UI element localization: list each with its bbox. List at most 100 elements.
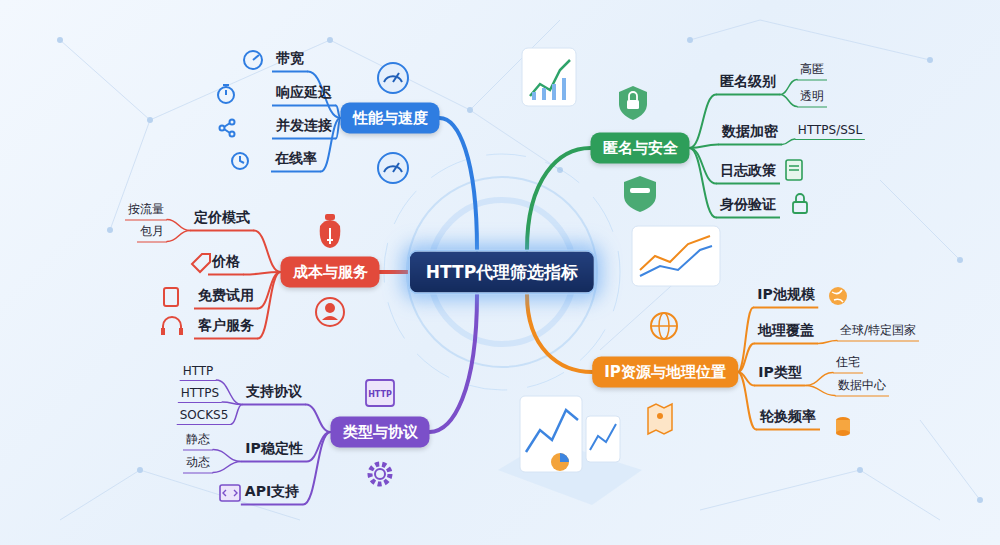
node-text: IP稳定性 <box>245 440 302 458</box>
mindmap-connector <box>254 231 281 273</box>
node-text: IP资源与地理位置 <box>604 363 726 382</box>
mindmap-connector <box>222 402 242 405</box>
node-text: 并发连接 <box>276 117 332 135</box>
node-text: 免费试用 <box>198 287 254 305</box>
node-text: 住宅 <box>836 354 860 371</box>
detail-topic: 按流量 <box>125 200 167 221</box>
node-text: 成本与服务 <box>293 263 368 282</box>
subtopic: 价格 <box>208 251 244 276</box>
node-text: HTTP <box>183 364 214 378</box>
subtopic: 支持协议 <box>242 381 306 406</box>
detail-topic: HTTPS <box>178 385 222 403</box>
mindmap-connector <box>806 373 833 386</box>
detail-topic: 动态 <box>183 453 213 474</box>
node-text: 类型与协议 <box>343 423 418 442</box>
subtopic: 匿名级别 <box>716 71 780 96</box>
mindmap-connector <box>380 272 408 273</box>
mindmap-connector <box>430 295 478 433</box>
mindmap-connector <box>690 95 717 149</box>
subtopic: 轮换频率 <box>756 406 820 431</box>
node-text: 地理覆盖 <box>758 322 814 340</box>
node-text: 静态 <box>186 431 210 448</box>
subtopic: IP类型 <box>754 362 805 387</box>
node-text: 匿名级别 <box>720 73 776 91</box>
subtopic: 日志政策 <box>716 160 780 185</box>
node-text: 定价模式 <box>194 209 250 227</box>
mindmap-connector <box>303 432 330 505</box>
subtopic: API支持 <box>241 481 303 506</box>
node-text: 性能与速度 <box>353 109 428 128</box>
mindmap-connector <box>780 80 797 95</box>
node-text: 匿名与安全 <box>603 139 678 158</box>
branch-topic: 匿名与安全 <box>591 133 690 164</box>
detail-topic: HTTPS/SSL <box>795 122 865 140</box>
branch-topic: 类型与协议 <box>331 417 430 448</box>
icon-label: HTTP <box>368 390 392 399</box>
mindmap-connector <box>690 148 717 218</box>
mindmap-connector <box>213 450 241 462</box>
detail-topic: 包月 <box>137 222 167 243</box>
mindmap-connector <box>806 386 835 396</box>
mindmap-connector <box>306 405 331 433</box>
node-text: 全球/特定国家 <box>840 322 916 339</box>
subtopic: IP池规模 <box>753 284 818 309</box>
mindmap-connector <box>690 145 719 149</box>
node-text: 包月 <box>140 223 164 240</box>
node-text: 价格 <box>212 253 240 271</box>
node-text: 日志政策 <box>720 162 776 180</box>
mindmap-connector <box>167 231 190 242</box>
subtopic: 定价模式 <box>190 207 254 232</box>
node-text: 数据加密 <box>722 123 778 141</box>
mindmap-connector <box>738 344 754 373</box>
subtopic: 数据加密 <box>718 121 782 146</box>
node-text: 支持协议 <box>246 383 302 401</box>
detail-topic: 住宅 <box>833 353 863 374</box>
mindmap-connector <box>527 148 591 250</box>
node-text: 带宽 <box>276 50 304 68</box>
central-topic: HTTP代理筛选指标 <box>408 250 596 295</box>
node-text: 客户服务 <box>198 317 254 335</box>
subtopic: 在线率 <box>271 148 321 173</box>
node-text: 身份验证 <box>720 196 776 214</box>
node-text: IP池规模 <box>757 286 814 304</box>
subtopic: 响应延迟 <box>272 82 336 107</box>
mindmap-connector <box>782 139 795 145</box>
subtopic: 并发连接 <box>272 115 336 140</box>
subtopic: 地理覆盖 <box>754 320 818 345</box>
branch-topic: IP资源与地理位置 <box>592 357 738 388</box>
node-text: API支持 <box>245 483 299 501</box>
subtopic: 客户服务 <box>194 315 258 340</box>
mindmap-connector <box>527 295 592 373</box>
detail-topic: 全球/特定国家 <box>837 321 919 342</box>
node-text: HTTP代理筛选指标 <box>426 261 578 284</box>
branch-topic: 性能与速度 <box>341 103 440 134</box>
subtopic: 带宽 <box>272 48 308 73</box>
node-text: HTTPS <box>181 386 219 400</box>
mindmap-connector <box>818 341 837 344</box>
mindmap-connector <box>780 95 797 107</box>
node-text: 响应延迟 <box>276 84 332 102</box>
node-text: 透明 <box>800 88 824 105</box>
subtopic: IP稳定性 <box>241 438 306 463</box>
mindmap-connector <box>213 462 241 473</box>
detail-topic: 高匿 <box>797 60 827 81</box>
mindmap-connector <box>216 380 242 405</box>
node-text: 轮换频率 <box>760 408 816 426</box>
node-text: IP类型 <box>758 364 801 382</box>
detail-topic: 数据中心 <box>835 376 889 397</box>
mindmap-connector <box>231 405 242 425</box>
detail-topic: HTTP <box>180 363 217 381</box>
mindmap-connector <box>167 220 190 231</box>
node-text: 按流量 <box>128 201 164 218</box>
node-text: 高匿 <box>800 61 824 78</box>
mindmap-connector <box>738 308 753 373</box>
node-text: SOCKS5 <box>180 408 229 422</box>
detail-topic: SOCKS5 <box>177 407 232 425</box>
subtopic: 身份验证 <box>716 194 780 219</box>
mindmap-connector <box>258 272 281 339</box>
mindmap-connector <box>440 118 478 250</box>
node-text: 动态 <box>186 454 210 471</box>
detail-topic: 透明 <box>797 87 827 108</box>
node-text: 数据中心 <box>838 377 886 394</box>
node-text: 在线率 <box>275 150 317 168</box>
